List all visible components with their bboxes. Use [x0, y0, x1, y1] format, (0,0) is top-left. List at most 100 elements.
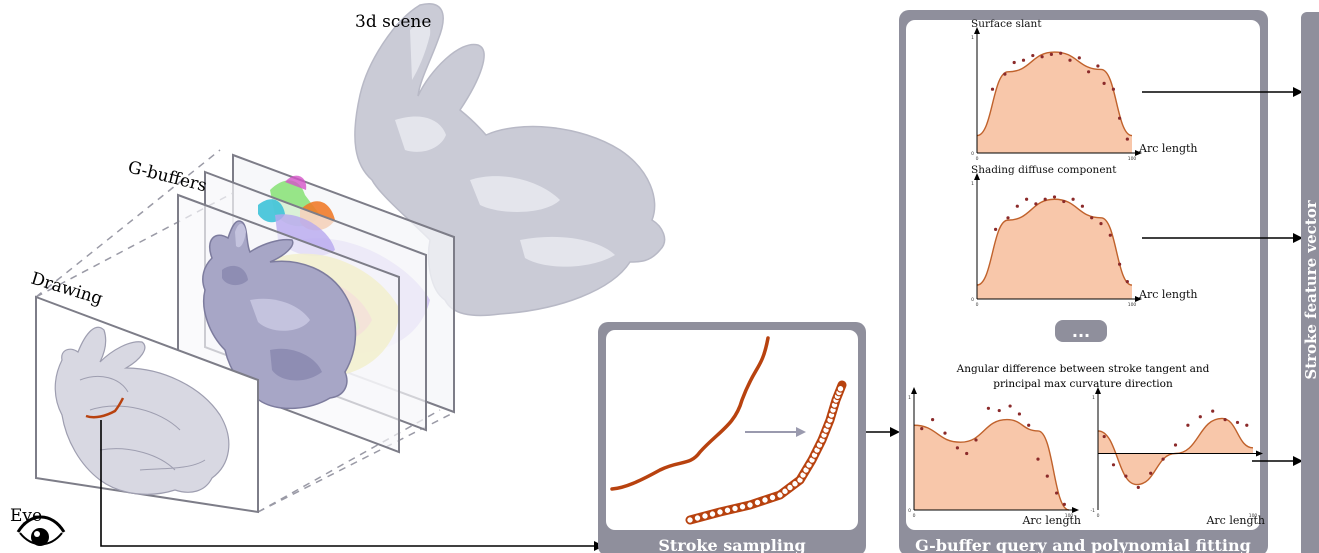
label-eye: Eye — [10, 506, 42, 526]
data-point — [1161, 457, 1165, 461]
data-point — [1245, 423, 1249, 427]
fit-curve — [976, 198, 1133, 286]
y-tick-label: 1 — [971, 35, 974, 41]
data-point — [1125, 137, 1129, 141]
sample-point — [716, 508, 724, 516]
data-point — [997, 408, 1001, 413]
gbuffer-query-title: G-buffer query and polynomial fitting — [915, 536, 1251, 553]
sample-point — [723, 506, 732, 515]
data-point — [974, 438, 978, 442]
data-point — [1025, 197, 1029, 201]
y-tick-label: -1 — [1091, 508, 1096, 514]
y-tick-label: 0 — [971, 151, 974, 157]
sample-point — [731, 504, 739, 513]
data-point — [1223, 418, 1227, 422]
data-point — [1040, 55, 1044, 59]
fit-curve — [913, 418, 1070, 511]
y-tick-label: 0 — [908, 508, 911, 514]
x-axis-arrow — [1135, 150, 1142, 156]
data-point — [931, 418, 935, 422]
data-point — [1062, 199, 1066, 204]
data-point — [1036, 457, 1040, 461]
drawing-highlight-stroke — [85, 397, 125, 419]
data-point — [994, 227, 998, 231]
data-point — [1034, 202, 1038, 206]
data-point — [943, 431, 947, 435]
y-tick-label: 1 — [971, 181, 974, 187]
data-point — [1111, 87, 1115, 91]
eye-icon — [16, 515, 66, 546]
label-3d-scene: 3d scene — [355, 12, 431, 32]
chart-title: Shading diffuse component — [971, 164, 1117, 176]
sample-point — [786, 483, 794, 492]
data-point — [1102, 434, 1106, 439]
x-tick-label: 0 — [913, 513, 916, 519]
y-axis-arrow — [974, 173, 980, 180]
sample-point — [693, 514, 702, 522]
sample-point — [753, 498, 762, 507]
x-axis-arrow — [1135, 296, 1142, 302]
data-point — [965, 451, 969, 456]
data-point — [1062, 502, 1066, 506]
feature-vector-title: Stroke feature vector — [1302, 199, 1319, 379]
data-point — [1077, 56, 1081, 60]
shaded-bunny — [202, 220, 357, 410]
x-tick-label: 0 — [1097, 513, 1100, 519]
data-point — [1099, 222, 1103, 226]
sample-point — [791, 479, 799, 488]
x-tick-label: 0 — [976, 156, 979, 162]
chart-xlabel: Arc length — [1021, 514, 1081, 527]
x-axis-arrow — [1072, 507, 1079, 513]
data-point — [1071, 197, 1075, 201]
data-point — [1043, 197, 1047, 201]
data-point — [1059, 51, 1063, 55]
data-point — [1027, 423, 1031, 427]
chart-xlabel: Arc length — [1138, 288, 1198, 301]
data-point — [1031, 53, 1035, 58]
chart-to-feature-arrows — [1142, 87, 1303, 466]
sampled-stroke — [685, 380, 847, 525]
data-point — [1235, 420, 1240, 425]
data-point — [990, 87, 995, 91]
fit-area — [914, 419, 1069, 510]
data-point — [1003, 72, 1007, 76]
fit-area — [977, 199, 1132, 299]
data-point — [1111, 463, 1116, 467]
data-point — [1021, 58, 1026, 62]
data-point — [1049, 52, 1053, 57]
y-axis-arrow — [1095, 387, 1101, 394]
ellipsis-badge — [1055, 320, 1107, 342]
angular-caption-line2: principal max curvature direction — [993, 378, 1173, 390]
stroke-sampling-panel: Stroke sampling — [598, 322, 866, 553]
fit-area — [1098, 418, 1253, 485]
sampling-to-gbuffer-arrow — [866, 427, 900, 437]
sample-point — [686, 516, 694, 524]
label-gbuffers: G-buffers — [126, 157, 209, 196]
x-tick-label: 100 — [1249, 513, 1258, 519]
data-point — [1055, 491, 1059, 495]
x-tick-label: 100 — [1128, 156, 1137, 162]
data-point — [955, 446, 960, 450]
data-point — [1068, 58, 1072, 62]
sample-point — [746, 501, 754, 509]
data-point — [1087, 70, 1091, 74]
data-point — [1211, 409, 1215, 413]
data-point — [1015, 204, 1019, 208]
data-point — [920, 427, 924, 431]
chart-xlabel: Arc length — [1138, 142, 1198, 155]
sample-point — [781, 487, 789, 496]
data-point — [1124, 474, 1128, 478]
data-point — [1186, 423, 1190, 427]
data-point — [1080, 204, 1084, 208]
data-point — [1017, 412, 1022, 416]
chart-xlabel: Arc length — [1205, 514, 1265, 527]
data-point — [1102, 81, 1106, 85]
feature-vector-panel: Stroke feature vector — [1301, 12, 1319, 553]
data-point — [1118, 262, 1122, 266]
sample-point — [836, 384, 845, 393]
